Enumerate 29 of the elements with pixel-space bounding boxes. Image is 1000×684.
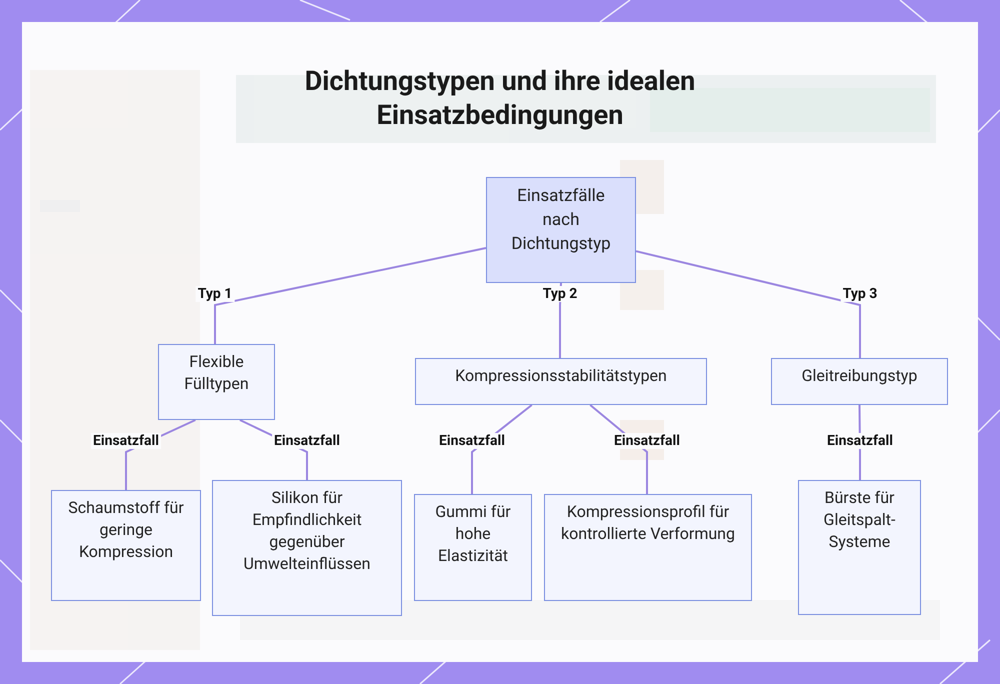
process-box [414,494,532,601]
edge-label: Typ 1 [196,286,234,302]
diagram-title: Dichtungstypen und ihre idealen Einsatzbedingungen [304,64,696,132]
node-text: Kompressionsstabilitätstypen [455,365,667,387]
edge-label: Einsatzfall [272,433,342,449]
node-text: Silikon für Empfindlichkeit gegenüber Umwelteinflüssen [242,487,372,575]
process-box [51,490,201,601]
process-box [486,177,636,283]
process-box [158,344,275,420]
process-box [212,480,402,616]
process-box [415,358,707,405]
edge-label: Typ 3 [840,286,880,302]
process-box [798,480,921,615]
node-text: Einsatzfälle nach Dichtungstyp [510,185,612,256]
process-box [544,494,752,601]
node-text: Schaumstoff für geringe Kompression [68,497,184,563]
connector-line [214,247,486,344]
node-text: Flexible Fülltypen [183,351,250,395]
edge-label: Einsatzfall [437,433,507,449]
edge-label: Einsatzfall [612,433,682,449]
node-text: Bürste für Gleitspalt-Systeme [822,487,896,553]
node-text: Gleitreibungstyp [802,365,918,387]
connector-line [636,250,861,358]
node-text: Kompressionsprofil für kontrollierte Verformung [561,501,735,545]
edge-label: Typ 2 [540,286,580,302]
node-text: Gummi für hohe Elastizität [434,501,512,567]
process-box [771,358,948,405]
edge-label: Einsatzfall [825,433,895,449]
edge-label: Einsatzfall [91,433,161,449]
